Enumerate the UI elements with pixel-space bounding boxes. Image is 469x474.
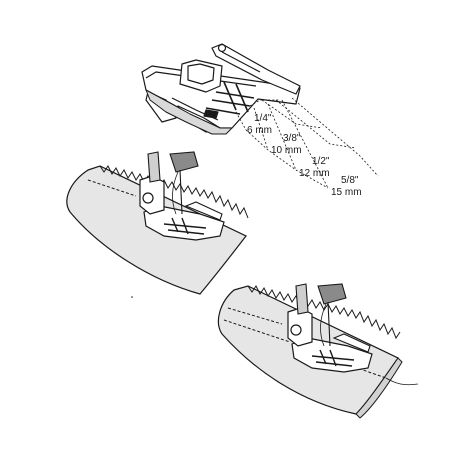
presser-bar-2 [295,283,309,315]
fabric-underside-2 [355,357,403,419]
guide-label-2-metric: 10 mm [271,145,302,156]
measurement-leaders [235,97,379,189]
guide-label-1-imperial: 1/4" [254,113,272,124]
guide-label-1-metric: 6 mm [247,125,272,136]
foot-ladder-2 [311,349,355,367]
edge-guide-blade [211,43,301,95]
thread-2 [320,303,327,347]
stitch-line-2 [227,307,283,325]
guide-label-4-metric: 15 mm [331,187,362,198]
guide-label-3-metric: 12 mm [299,168,330,179]
foot-underside [145,89,233,135]
needle-1 [179,169,183,215]
sewing-scene-2 [217,283,419,419]
guide-labels: 1/4" 6 mm 3/8" 10 mm 1/2" 12 mm 5/8" 15 … [247,113,362,198]
edge-guide-2 [332,333,371,353]
presser-bar-1 [147,151,161,183]
foot-shank-slot [187,63,215,85]
stitch-line-2c [339,361,387,379]
needle-opening [203,109,219,119]
stitch-line-2b [223,319,291,343]
edge-guide-slot [221,51,261,73]
stitch-line-1 [87,179,137,197]
shank-screw-1 [142,192,154,204]
thread-1 [172,171,179,215]
sewing-scene-1 [66,151,249,295]
guide-screw [217,43,227,53]
foot-ladder-1 [163,217,207,235]
shank-screw-2 [290,324,302,336]
guide-label-2-imperial: 3/8" [283,133,301,144]
needle-clamp-2 [317,283,347,305]
needle-clamp-1 [169,151,199,173]
needle-2 [327,301,331,347]
overlock-edge-1 [99,165,249,219]
thread-tail-2 [385,377,419,386]
presser-foot-closeup [141,43,301,135]
stray-dot [131,296,133,298]
foot-ladder-marks [205,81,255,115]
guide-label-3-imperial: 1/2" [312,156,330,167]
edge-guide-1 [184,201,223,221]
guide-label-4-imperial: 5/8" [341,175,359,186]
